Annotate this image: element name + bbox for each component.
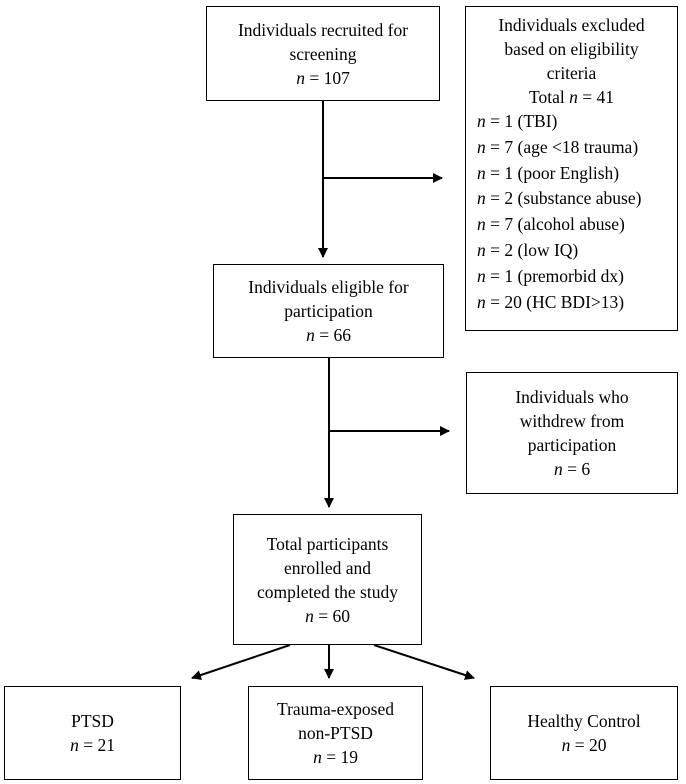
exclusion-item: n = 1 (premorbid dx) [477,265,624,286]
n-enrolled: n = 60 [305,605,350,626]
box-healthy-control: Healthy Control n = 20 [490,686,678,780]
arrow-to-healthy-control [373,644,475,680]
box-eligible: Individuals eligible for participation n… [213,264,444,358]
exclusion-item: n = 20 (HC BDI>13) [477,291,625,312]
box-withdrew: Individuals who withdrew from participat… [466,372,678,494]
n-withdrew: n = 6 [553,459,591,479]
exclusion-item: n = 2 (low IQ) [477,239,579,260]
box-recruited: Individuals recruited for screening n = … [206,6,440,101]
n-eligible: n = 66 [306,325,351,345]
exclusion-item: n = 7 (alcohol abuse) [477,214,625,235]
exclusion-item: n = 1 (poor English) [477,162,620,183]
arrow-to-ptsd [191,644,291,680]
box-excluded: Individuals excluded based on eligibilit… [465,6,678,331]
exclusion-item: n = 2 (substance abuse) [477,188,642,209]
n-trauma-exposed: n = 19 [313,747,358,767]
box-ptsd: PTSD n = 21 [4,686,181,780]
box-enrolled: Total participants enrolled and complete… [233,514,422,645]
box-trauma-exposed-non-ptsd: Trauma-exposed non-PTSD n = 19 [248,686,423,780]
exclusion-item: n = 1 (TBI) [477,111,558,131]
n-ptsd: n = 21 [70,735,115,755]
n-excluded-total: Total n = 41 [529,87,614,107]
n-recruited: n = 107 [296,67,350,88]
exclusion-reasons-list: n = 1 (TBI) n = 7 (age <18 trauma) n = 1… [466,109,641,315]
n-healthy-control: n = 20 [561,735,607,755]
exclusion-item: n = 7 (age <18 trauma) [477,136,639,157]
